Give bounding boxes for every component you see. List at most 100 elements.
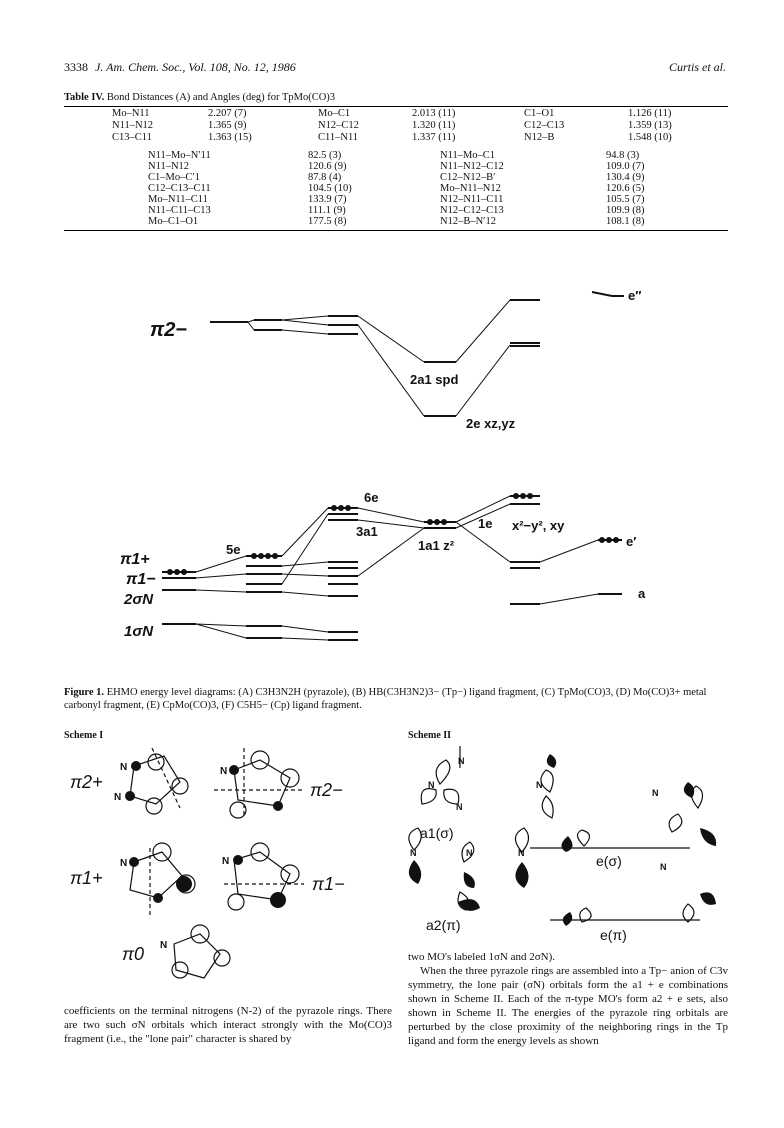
- left-column-text: coefficients on the terminal nitrogens (…: [64, 1005, 392, 1045]
- scheme2-epi: e(π): [600, 927, 627, 943]
- label-xzyz: 2e xz,yz: [466, 416, 516, 431]
- table-cell: 109.9 (8): [606, 205, 645, 216]
- table-cell: C1–Mo–C′1: [148, 172, 200, 183]
- svg-text:N: N: [120, 762, 127, 773]
- page-number: 3338: [64, 60, 88, 74]
- label-eprime: e′: [626, 534, 636, 549]
- svg-text:N: N: [428, 780, 435, 790]
- table-cell: 120.6 (9): [308, 161, 347, 172]
- svg-text:N: N: [466, 848, 473, 858]
- svg-text:N: N: [458, 756, 465, 766]
- label-x2y2: x²−y², xy: [512, 518, 565, 533]
- table-top-rule: [64, 106, 728, 107]
- table-cell: Mo–C1–O1: [148, 216, 199, 227]
- svg-text:N: N: [220, 766, 227, 777]
- table-cell: 1.320 (11): [412, 120, 456, 131]
- table-cell: 2.013 (11): [412, 108, 456, 119]
- table-cell: N11–N12: [148, 161, 190, 172]
- table-cell: N12–C12–C13: [440, 205, 504, 216]
- table-label: Table IV.: [64, 92, 105, 103]
- table-cell: 130.4 (9): [606, 172, 645, 183]
- svg-text:N: N: [456, 802, 463, 812]
- table-cell: N12–N11–C11: [440, 194, 504, 205]
- svg-text:N: N: [114, 792, 121, 803]
- right-column-text-2: When the three pyrazole rings are assemb…: [408, 965, 728, 1047]
- table-cell: Mo–N11–C11: [148, 194, 208, 205]
- table-cell: 1.126 (11): [628, 108, 672, 119]
- table-cell: 177.5 (8): [308, 216, 347, 227]
- table-caption: Bond Distances (A) and Angles (deg) for …: [106, 92, 336, 103]
- table-cell: 1.359 (13): [628, 120, 672, 131]
- table-cell: N12–B–N′12: [440, 216, 496, 227]
- running-authors: Curtis et al.: [669, 60, 726, 75]
- authors-text: Curtis et al.: [668, 60, 726, 74]
- table-cell: 109.0 (7): [606, 161, 645, 172]
- table-cell: C12–C13–C11: [148, 183, 211, 194]
- scheme1-title: Scheme I: [64, 730, 104, 741]
- table-cell: 1.365 (9): [208, 120, 247, 131]
- journal-citation: J. Am. Chem. Soc., Vol. 108, No. 12, 198…: [95, 60, 296, 75]
- table-cell: 104.5 (10): [308, 183, 352, 194]
- label-pi1p: π1+: [120, 551, 150, 568]
- svg-text:N: N: [536, 780, 543, 790]
- scheme1-pi0: π0: [122, 944, 144, 964]
- table-cell: N11–N12: [112, 120, 154, 131]
- table-cell: C1–O1: [524, 108, 555, 119]
- table-cell: 1.363 (15): [208, 132, 252, 143]
- svg-text:N: N: [160, 940, 167, 951]
- scheme2-a1sigma: a1(σ): [420, 825, 454, 841]
- table-cell: 120.6 (5): [606, 183, 645, 194]
- scheme1-pi2minus: π2−: [310, 780, 343, 800]
- table-title: Table IV. Bond Distances (A) and Angles …: [64, 92, 335, 103]
- right-column-text-1: two MO's labeled 1σN and 2σN).: [408, 951, 556, 963]
- table-bottom-rule: [64, 230, 728, 231]
- label-a: a: [638, 586, 646, 601]
- scheme1-drawing: N N N N N N π2+ π2− π1+ π1− π0: [70, 748, 345, 979]
- table-cell: N11–N12–C12: [440, 161, 504, 172]
- label-5e: 5e: [226, 542, 240, 557]
- scheme2-esigma: e(σ): [596, 853, 622, 869]
- label-spd: 2a1 spd: [410, 372, 458, 387]
- scheme2-a2pi: a2(π): [426, 917, 461, 933]
- label-6e: 6e: [364, 490, 378, 505]
- table-cell: 1.337 (11): [412, 132, 456, 143]
- journal-name: J. Am. Chem. Soc., Vol. 108, No. 12, 198…: [95, 60, 296, 74]
- label-1e: 1e: [478, 516, 492, 531]
- svg-text:N: N: [410, 848, 417, 858]
- table-cell: N11–Mo–C1: [440, 150, 496, 161]
- figure-caption: Figure 1. EHMO energy level diagrams: (A…: [64, 686, 728, 712]
- table-cell: 133.9 (7): [308, 194, 347, 205]
- table-cell: 111.1 (9): [308, 205, 346, 216]
- label-2sigma: 2σN: [123, 591, 154, 608]
- energy-level-diagram: π2− 2a1 spd 2e xz,yz e″ 6e 3a1 1e x²−y²,…: [120, 288, 646, 641]
- scheme1-pi2plus: π2+: [70, 772, 103, 792]
- table-cell: 1.548 (10): [628, 132, 672, 143]
- table-cell: N12–B: [524, 132, 555, 143]
- table-cell: 82.5 (3): [308, 150, 342, 161]
- svg-text:N: N: [222, 856, 229, 867]
- caption-text: EHMO energy level diagrams: (A) C3H3N2H …: [64, 687, 707, 711]
- svg-text:N: N: [120, 858, 127, 869]
- table-cell: 94.8 (3): [606, 150, 640, 161]
- table-cell: N11–C11–C13: [148, 205, 211, 216]
- svg-text:N: N: [652, 788, 659, 798]
- table-cell: 87.8 (4): [308, 172, 342, 183]
- label-e2p: e″: [628, 288, 641, 303]
- caption-label: Figure 1.: [64, 687, 105, 698]
- table-cell: Mo–N11–N12: [440, 183, 501, 194]
- table-cell: N12–C12: [318, 120, 359, 131]
- table-cell: Mo–C1: [318, 108, 351, 119]
- scheme2-drawing: N N N N N N N N N a1(σ) e(σ) a2(π) e(π): [408, 746, 717, 943]
- table-cell: Mo–N11: [112, 108, 150, 119]
- table-cell: N11–Mo–N′11: [148, 150, 211, 161]
- table-cell: 2.207 (7): [208, 108, 247, 119]
- label-pi2: π2−: [150, 319, 187, 341]
- label-3a1: 3a1: [356, 524, 378, 539]
- svg-text:N: N: [660, 862, 667, 872]
- label-1sigma: 1σN: [124, 623, 154, 640]
- table-cell: C11–N11: [318, 132, 359, 143]
- table-cell: C13–C11: [112, 132, 152, 143]
- scheme1-pi1minus: π1−: [312, 874, 345, 894]
- table-cell: C12–N12–B′: [440, 172, 496, 183]
- label-pi1m: π1−: [126, 571, 156, 588]
